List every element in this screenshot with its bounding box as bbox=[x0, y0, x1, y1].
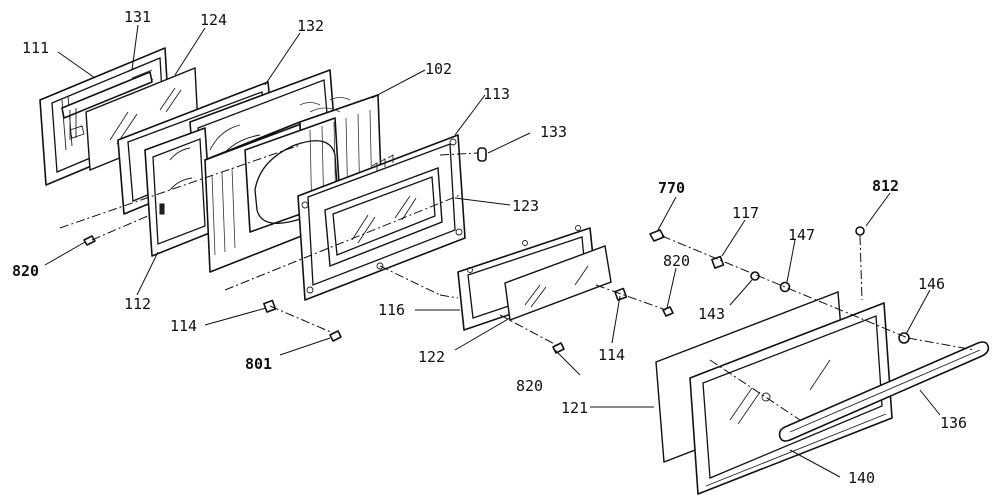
part-820-screw-left bbox=[83, 235, 96, 246]
label-111: 111 bbox=[22, 39, 49, 57]
label-147: 147 bbox=[788, 226, 815, 244]
part-770-bushing bbox=[649, 229, 665, 242]
label-820-center: 820 bbox=[663, 252, 690, 270]
part-136-handle bbox=[778, 341, 990, 442]
label-117: 117 bbox=[732, 204, 759, 222]
part-117-spacer bbox=[711, 255, 725, 269]
part-114-spacer-right bbox=[614, 287, 628, 301]
label-136: 136 bbox=[940, 414, 967, 432]
label-770: 770 bbox=[658, 179, 685, 197]
assembly-axis-lines bbox=[59, 144, 976, 421]
label-121: 121 bbox=[561, 399, 588, 417]
label-116: 116 bbox=[378, 301, 405, 319]
label-132: 132 bbox=[297, 17, 324, 35]
part-147-washer bbox=[779, 281, 791, 293]
label-112: 112 bbox=[124, 295, 151, 313]
part-820-screw-lower bbox=[552, 342, 565, 354]
hardware-parts bbox=[83, 226, 910, 402]
part-140-door-frame bbox=[689, 302, 893, 495]
label-143: 143 bbox=[698, 305, 725, 323]
label-124: 124 bbox=[200, 11, 227, 29]
part-123-inner-glass bbox=[324, 167, 443, 267]
part-114-spacer-left bbox=[263, 299, 277, 313]
callout-labels: 111 131 124 132 102 113 133 123 770 117 … bbox=[12, 8, 967, 487]
leader-lines bbox=[44, 24, 941, 478]
part-112-side-frame bbox=[144, 127, 213, 257]
part-801-screw bbox=[329, 330, 342, 342]
label-123: 123 bbox=[512, 197, 539, 215]
label-801: 801 bbox=[245, 355, 272, 373]
label-820-left: 820 bbox=[12, 262, 39, 280]
label-113: 113 bbox=[483, 85, 510, 103]
part-812-screw bbox=[855, 226, 865, 236]
label-102: 102 bbox=[425, 60, 452, 78]
label-140: 140 bbox=[848, 469, 875, 487]
part-820-screw-center bbox=[662, 306, 674, 317]
label-133: 133 bbox=[540, 123, 567, 141]
label-812: 812 bbox=[872, 177, 899, 195]
label-114-right: 114 bbox=[598, 346, 625, 364]
label-114-left: 114 bbox=[170, 317, 197, 335]
label-131: 131 bbox=[124, 8, 151, 26]
label-146: 146 bbox=[918, 275, 945, 293]
part-131-bracket bbox=[61, 71, 153, 140]
part-122-glass-pane bbox=[504, 245, 612, 321]
label-820-lower: 820 bbox=[516, 377, 543, 395]
part-133-clip bbox=[477, 147, 487, 162]
label-122: 122 bbox=[418, 348, 445, 366]
